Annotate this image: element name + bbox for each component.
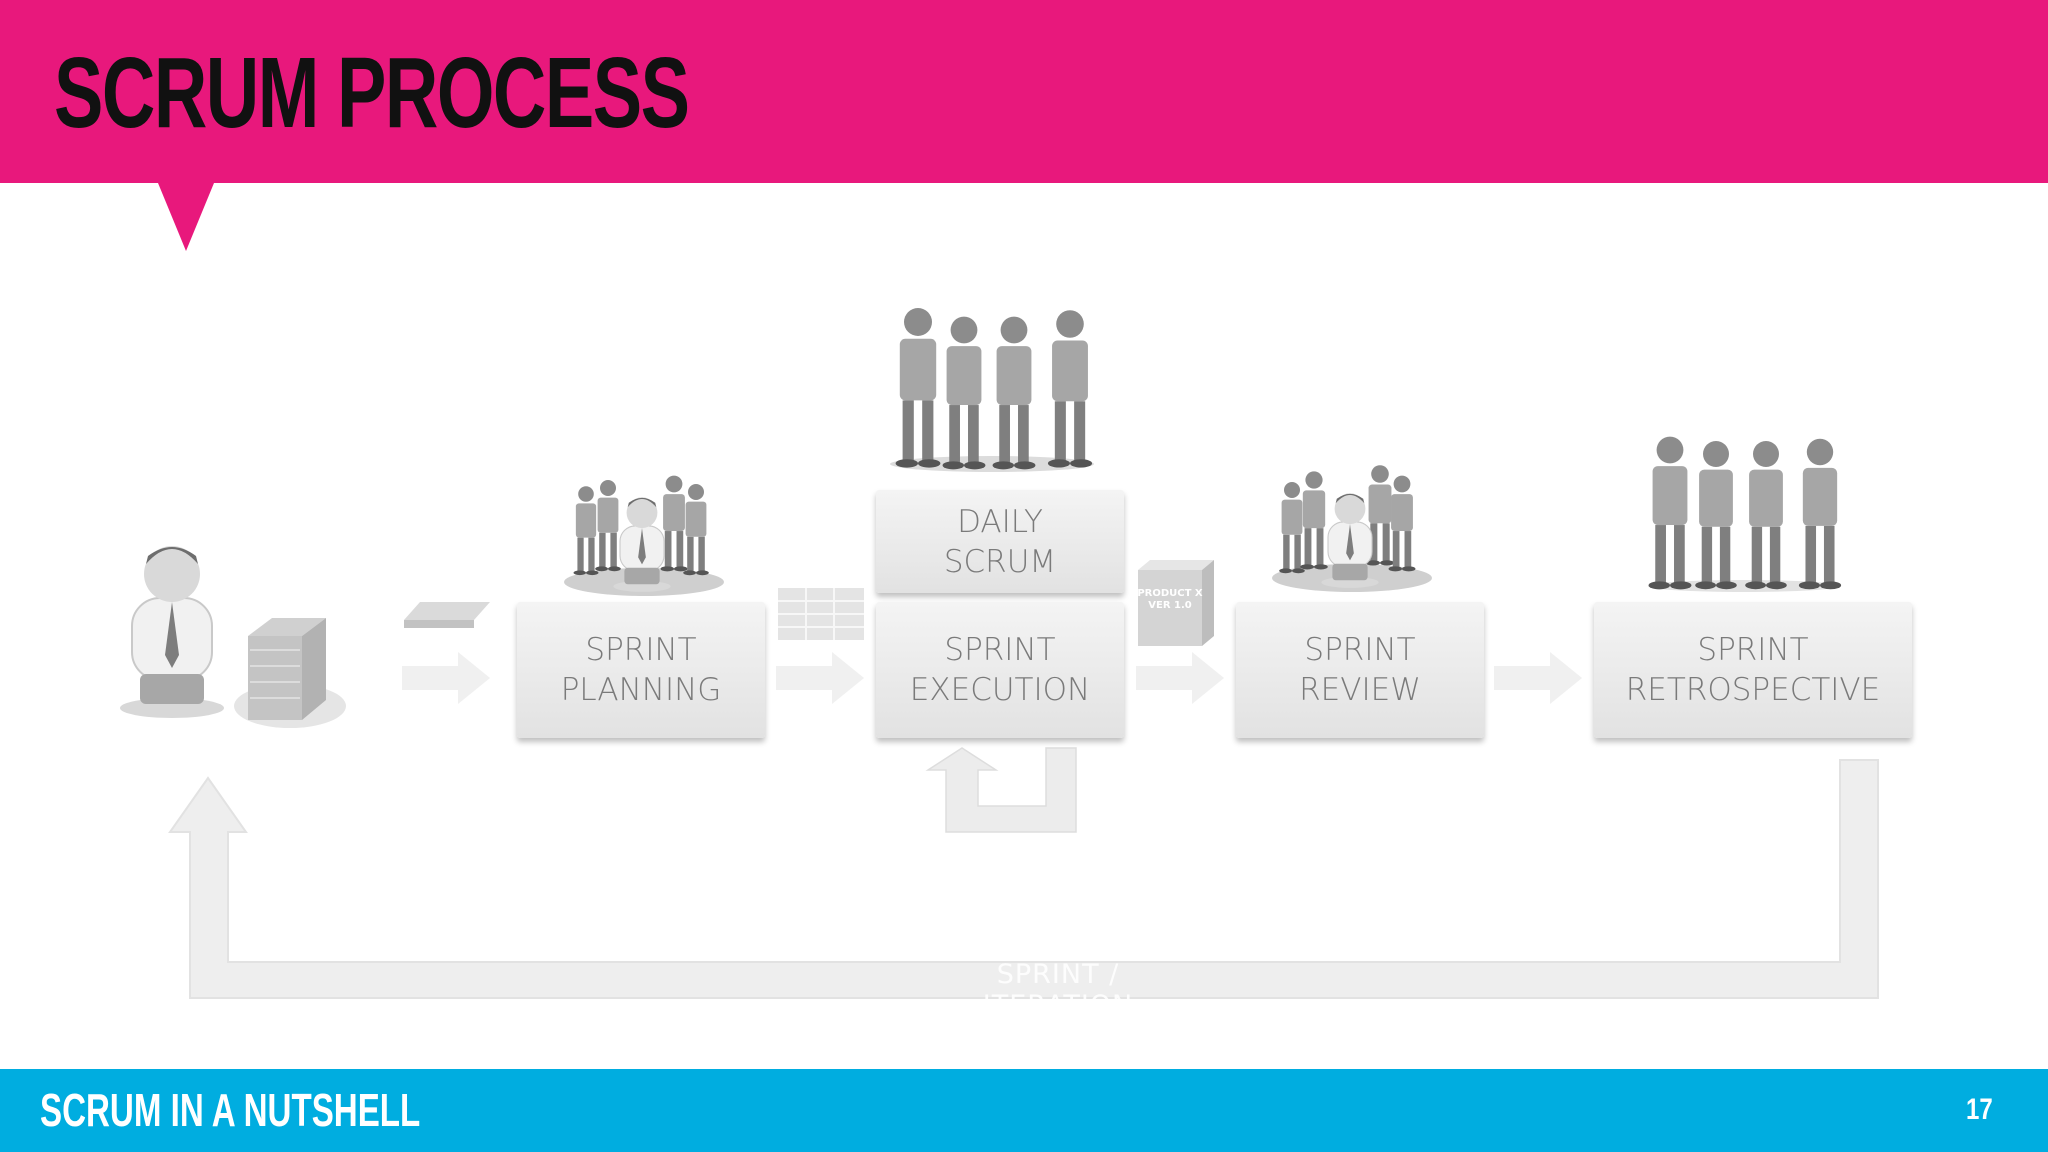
product-owner-icon: [119, 545, 225, 719]
daily-scrum-box: DAILY SCRUM: [876, 490, 1124, 593]
sprint-iteration-loop-arrow: [168, 759, 1879, 999]
sprint-backlog-grid-icon: [778, 588, 864, 640]
header-bar: [0, 0, 2048, 183]
page-number: 17: [1966, 1093, 1993, 1126]
retrospective-team-icon: [1648, 436, 1842, 592]
footer-title: SCRUM IN A NUTSHELL: [40, 1084, 421, 1136]
sprint-execution-box: SPRINT EXECUTION: [876, 602, 1124, 738]
footer-bar: [0, 1069, 2048, 1152]
daily-scrum-label: DAILY SCRUM: [943, 503, 1057, 580]
arrow-right-icon: [402, 652, 490, 704]
header-pointer: [158, 183, 214, 251]
arrow-right-icon: [1494, 652, 1582, 704]
sprint-iteration-label: SPRINT / ITERATION: [982, 959, 1134, 1021]
sprint-planning-box: SPRINT PLANNING: [517, 602, 765, 738]
sprint-retrospective-box: SPRINT RETROSPECTIVE: [1594, 602, 1912, 738]
slide-title: SCRUM PROCESS: [54, 37, 690, 149]
arrow-right-icon: [1136, 652, 1224, 704]
sprint-review-box: SPRINT REVIEW: [1236, 602, 1484, 738]
sprint-review-label: SPRINT REVIEW: [1299, 632, 1421, 708]
sprint-retrospective-label: SPRINT RETROSPECTIVE: [1625, 632, 1881, 708]
sprint-planning-label: SPRINT PLANNING: [560, 632, 722, 708]
sprint-execution-label: SPRINT EXECUTION: [909, 632, 1091, 708]
planning-team-icon: [564, 475, 724, 596]
backlog-item-icon: [404, 602, 490, 628]
product-backlog-stack-icon: [234, 618, 346, 728]
arrow-right-icon: [776, 652, 864, 704]
daily-scrum-team-icon: [890, 308, 1094, 472]
review-team-icon: [1272, 465, 1432, 592]
daily-loop-arrow: [925, 747, 1077, 833]
